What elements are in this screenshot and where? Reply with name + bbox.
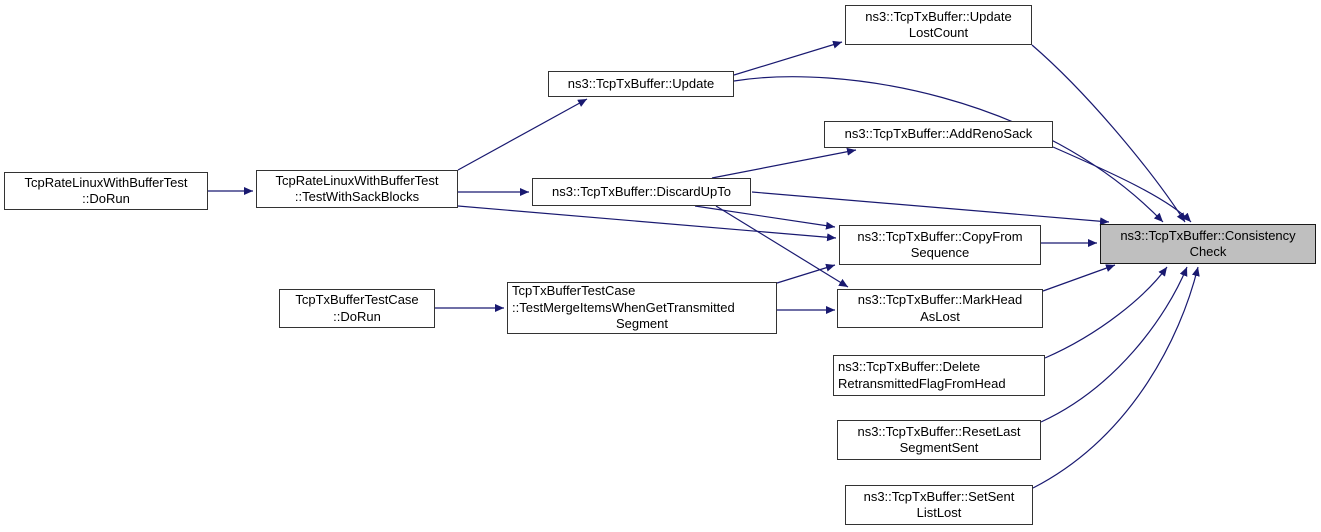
node-label-line: ns3::TcpTxBuffer::SetSent bbox=[863, 488, 1015, 504]
node-label-line: ns3::TcpTxBuffer::CopyFrom bbox=[857, 228, 1023, 244]
node-label-line: SegmentSent bbox=[899, 440, 979, 455]
node-label-line: ns3::TcpTxBuffer::Update bbox=[865, 8, 1012, 24]
node-label-line: ns3::TcpTxBuffer::MarkHead bbox=[857, 292, 1023, 307]
edge-update-to-consistency-check bbox=[733, 76, 1164, 223]
node-label-line: Segment bbox=[615, 316, 669, 332]
graph-node-add-reno-sack[interactable]: ns3::TcpTxBuffer::AddRenoSack bbox=[824, 121, 1053, 148]
edge-set-sent-list-lost-to-consistency-check bbox=[1032, 266, 1200, 489]
node-label-line: ns3::TcpTxBuffer::AddRenoSack bbox=[844, 126, 1033, 142]
edge-test-with-sack-blocks-to-update bbox=[457, 98, 588, 171]
node-label-line: RetransmittedFlagFromHead bbox=[838, 375, 1006, 391]
graph-node-update[interactable]: ns3::TcpTxBuffer::Update bbox=[548, 71, 734, 97]
graph-node-test-with-sack-blocks[interactable]: TcpRateLinuxWithBufferTest::TestWithSack… bbox=[256, 170, 458, 208]
edge-reset-last-segment-sent-to-consistency-check bbox=[1040, 266, 1188, 423]
graph-node-test-merge-items[interactable]: TcpTxBufferTestCase::TestMergeItemsWhenG… bbox=[507, 282, 777, 334]
node-label-line: ns3::TcpTxBuffer::Delete bbox=[838, 359, 981, 374]
node-label-line: ns3::TcpTxBuffer::Update bbox=[567, 75, 715, 91]
node-label-line: ListLost bbox=[916, 505, 962, 520]
edge-update-to-update-lost-count bbox=[733, 40, 843, 76]
node-label-line: ns3::TcpTxBuffer::DiscardUpTo bbox=[552, 183, 731, 199]
node-label-line: TcpTxBufferTestCase bbox=[512, 283, 636, 299]
edge-add-reno-sack-to-consistency-check bbox=[1052, 146, 1192, 223]
edge-delete-retransmitted-flag-to-consistency-check bbox=[1044, 266, 1168, 359]
node-label-line: TcpRateLinuxWithBufferTest bbox=[24, 174, 188, 190]
node-label-line: LostCount bbox=[908, 25, 969, 40]
node-label-line: Sequence bbox=[910, 245, 970, 260]
node-label-line: ns3::TcpTxBuffer::ResetLast bbox=[857, 423, 1021, 439]
node-label-line: Check bbox=[1189, 244, 1227, 259]
edge-discard-up-to-to-consistency-check bbox=[751, 191, 1110, 226]
edge-discard-up-to-to-copy-from-sequence bbox=[694, 205, 836, 230]
graph-node-rate-dorun[interactable]: TcpRateLinuxWithBufferTest::DoRun bbox=[4, 172, 208, 210]
node-label-line: AsLost bbox=[920, 308, 960, 324]
node-label-line: ::TestMergeItemsWhenGetTransmitted bbox=[512, 299, 735, 315]
node-label-line: ::DoRun bbox=[333, 308, 381, 324]
edge-discard-up-to-to-add-reno-sack bbox=[711, 147, 857, 179]
node-label-line: ns3::TcpTxBuffer::Consistency bbox=[1120, 227, 1296, 243]
edge-test-with-sack-blocks-to-copy-from-sequence bbox=[457, 205, 837, 242]
node-label-line: ::TestWithSackBlocks bbox=[294, 189, 420, 204]
edge-update-lost-count-to-consistency-check bbox=[1031, 44, 1186, 223]
node-label-line: TcpRateLinuxWithBufferTest bbox=[275, 172, 439, 188]
edge-test-merge-items-to-copy-from-sequence bbox=[776, 263, 836, 284]
edge-discard-up-to-to-mark-head-as-lost bbox=[715, 205, 849, 288]
edge-mark-head-as-lost-to-consistency-check bbox=[1042, 264, 1116, 292]
node-label-line: TcpTxBufferTestCase bbox=[295, 292, 419, 307]
node-label-line: ::DoRun bbox=[82, 191, 130, 206]
graph-node-testcase-dorun[interactable]: TcpTxBufferTestCase::DoRun bbox=[279, 289, 435, 328]
graph-node-discard-up-to[interactable]: ns3::TcpTxBuffer::DiscardUpTo bbox=[532, 178, 751, 206]
